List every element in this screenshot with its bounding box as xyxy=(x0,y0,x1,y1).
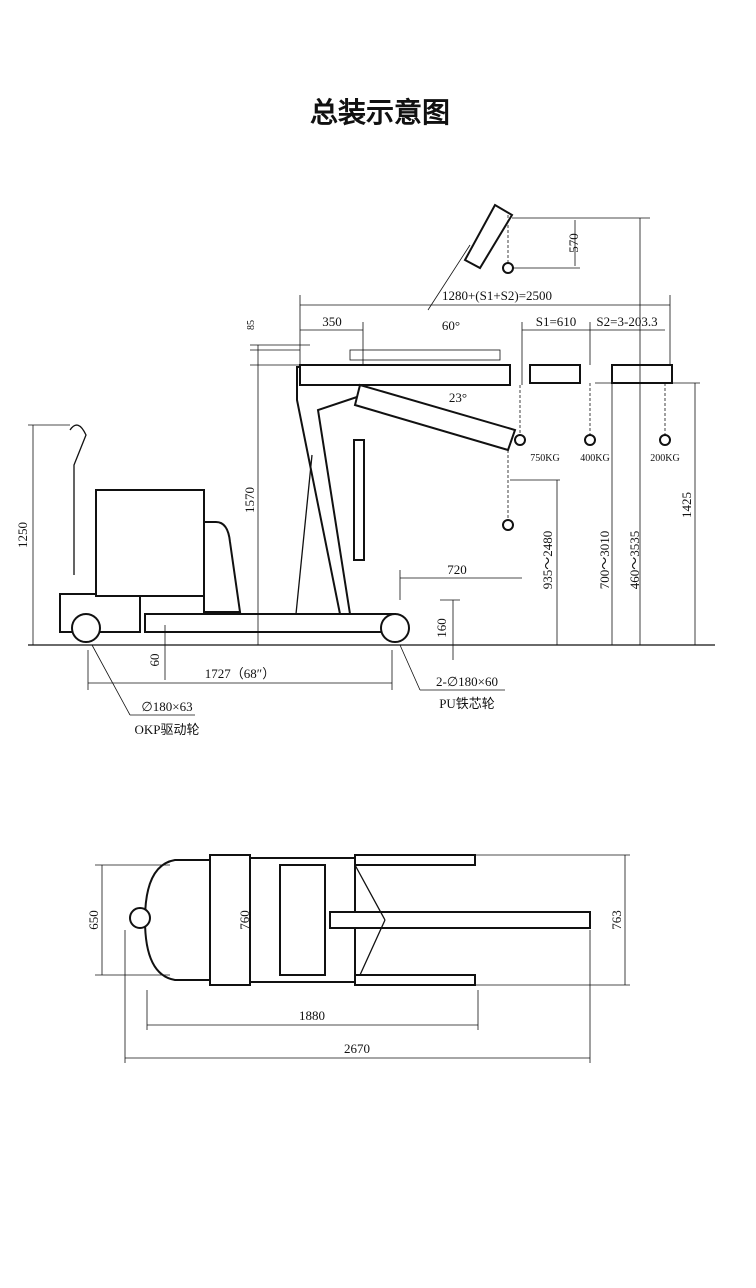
dim-1570: 1570 xyxy=(242,487,257,513)
dim-1727: 1727（68″） xyxy=(205,666,275,681)
tiller-head xyxy=(129,907,151,929)
dim-763: 763 xyxy=(609,910,624,930)
side-view: 570 1280+(S1+S2)=2500 350 85 60° S1=610 … xyxy=(15,203,715,737)
dim-350: 350 xyxy=(322,314,342,329)
dim-570: 570 xyxy=(566,233,581,253)
dim-1880: 1880 xyxy=(299,1008,325,1023)
angle-60: 60° xyxy=(442,318,460,333)
boom-lowered xyxy=(353,383,517,452)
load-750: 750KG xyxy=(530,453,559,464)
load-200: 200KG xyxy=(650,453,679,464)
drive-wheel-spec: ∅180×63 xyxy=(141,699,192,714)
battery-cover xyxy=(95,489,205,597)
hook-icon xyxy=(659,434,671,446)
boom-horizontal xyxy=(299,364,511,386)
counterweight xyxy=(203,521,242,613)
dim-85: 85 xyxy=(246,320,257,330)
boom-top xyxy=(329,911,591,929)
mast-brace xyxy=(295,454,313,615)
diagram-title: 总装示意图 xyxy=(310,96,450,129)
drive-wheel-type: OKP驱动轮 xyxy=(134,722,199,737)
drive-wheel xyxy=(71,613,101,643)
leg-lower xyxy=(354,974,476,986)
dim-1250: 1250 xyxy=(15,522,30,548)
load-400: 400KG xyxy=(580,453,609,464)
dim-s2: S2=3-203.3 xyxy=(596,314,657,329)
top-view: 650 760 763 1880 2670 xyxy=(86,854,630,1063)
chassis-beam xyxy=(144,613,396,633)
dim-s1: S1=610 xyxy=(536,314,577,329)
hook-icon xyxy=(502,519,514,531)
boom-raised xyxy=(463,203,514,270)
dim-160: 160 xyxy=(434,618,449,638)
boom-cylinder xyxy=(349,349,501,361)
dim-700-3010: 700～3010 xyxy=(597,531,612,590)
hook-icon xyxy=(584,434,596,446)
dim-720: 720 xyxy=(447,562,467,577)
boom-ext-1 xyxy=(529,364,581,384)
dim-boom-total: 1280+(S1+S2)=2500 xyxy=(442,288,552,303)
front-wheel-type: PU铁芯轮 xyxy=(439,696,495,711)
leg-upper xyxy=(354,854,476,866)
tiller-handle xyxy=(69,424,87,575)
boom-ext-2 xyxy=(611,364,673,384)
battery-top xyxy=(209,854,251,986)
dim-1425: 1425 xyxy=(679,492,694,518)
front-wheel-spec: 2-∅180×60 xyxy=(436,674,498,689)
dim-460-3535: 460～3535 xyxy=(627,531,642,590)
angle-23: 23° xyxy=(449,390,467,405)
dim-60: 60 xyxy=(147,654,162,667)
hydraulic-cylinder xyxy=(353,439,365,561)
dim-650: 650 xyxy=(86,910,101,930)
seat-area xyxy=(279,864,326,976)
front-wheel xyxy=(380,613,410,643)
mast xyxy=(296,366,364,615)
dim-760: 760 xyxy=(237,910,252,930)
hook-icon xyxy=(502,262,514,274)
hook-icon xyxy=(514,434,526,446)
dim-935-2480: 935～2480 xyxy=(540,531,555,590)
dim-2670: 2670 xyxy=(344,1041,370,1056)
